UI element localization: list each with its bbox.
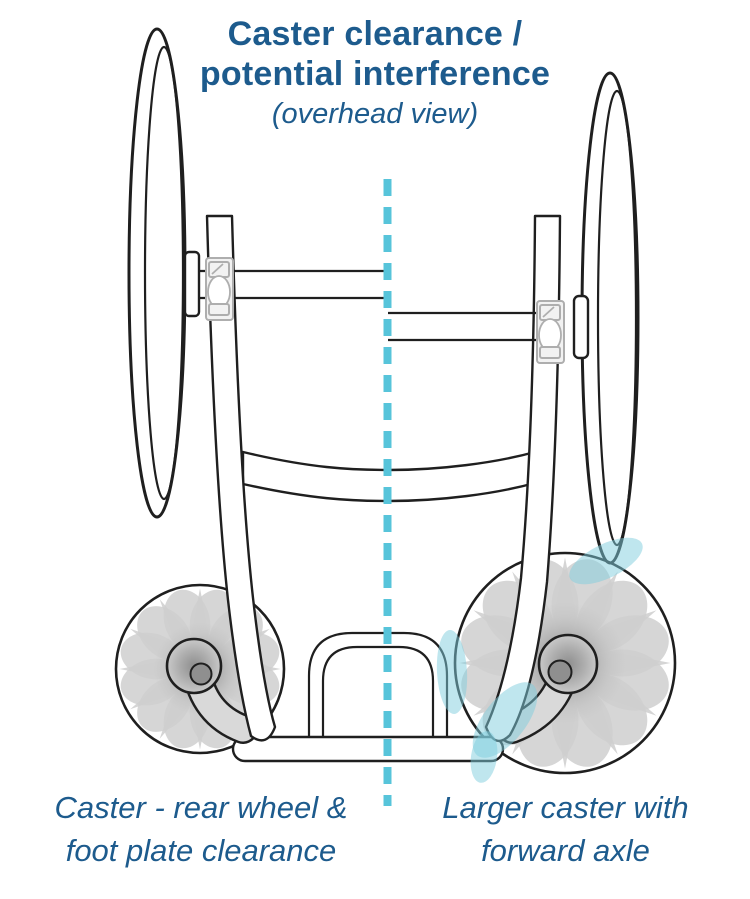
left-rear-wheel-rim	[143, 45, 185, 501]
right-axle-assembly	[388, 294, 590, 364]
left-axle-hub	[183, 250, 201, 318]
left-frame-tube	[205, 214, 277, 742]
left-axle-clamp-top-tab	[208, 261, 230, 278]
caption-right: Larger caster with forward axle	[418, 786, 713, 872]
right-axle-hub	[572, 294, 590, 360]
interference-hoop-highlight	[436, 630, 468, 714]
right-rear-wheel-rim	[596, 89, 638, 547]
left-caster-fork	[165, 637, 258, 744]
foot-plate-bar	[231, 735, 505, 763]
caption-right-line-2: forward axle	[481, 833, 650, 868]
left-axle-clamp	[205, 257, 234, 321]
right-axle-clamp-mark	[542, 306, 555, 318]
caster-left-sweep-outline	[114, 583, 286, 755]
caption-left-line-2: foot plate clearance	[65, 833, 337, 868]
caption-right-line-1: Larger caster with	[442, 790, 689, 825]
left-rear-wheel	[127, 27, 187, 519]
right-axle-clamp	[536, 300, 565, 364]
interference-highlights	[436, 537, 643, 783]
footrest-hoop-outer	[307, 631, 449, 741]
caption-left: Caster - rear wheel & foot plate clearan…	[5, 786, 397, 872]
interference-footplate-highlight	[470, 731, 498, 783]
left-axle-assembly	[183, 250, 385, 321]
right-rear-wheel	[580, 71, 640, 565]
caption-left-line-1: Caster - rear wheel &	[54, 790, 348, 825]
left-axle-clamp-mark	[211, 263, 224, 275]
right-caster-pivot	[547, 659, 573, 685]
right-axle-clamp-top-tab	[539, 304, 561, 321]
right-axle-clamp-bottom-tab	[539, 346, 561, 359]
footrest-hoop-inner	[321, 645, 435, 741]
interference-wheel-highlight	[569, 537, 643, 585]
left-caster-pivot	[189, 662, 213, 686]
left-axle-clamp-bottom-tab	[208, 303, 230, 316]
footrest-hoop	[307, 631, 449, 741]
